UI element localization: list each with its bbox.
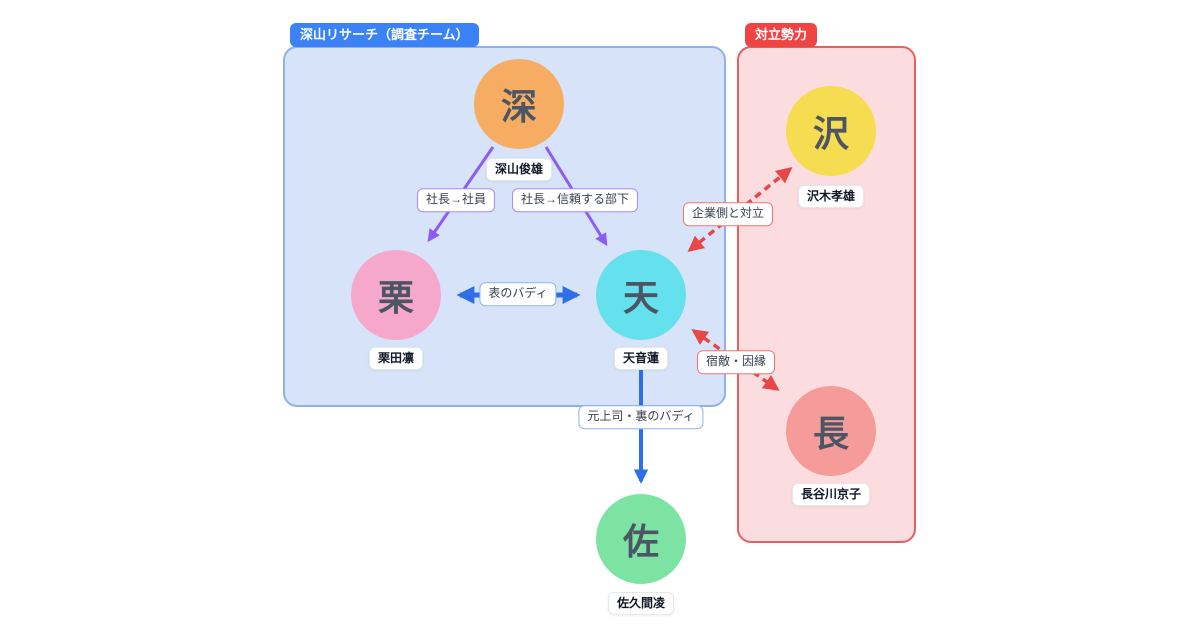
node-miyama-initial: 深 <box>500 86 537 127</box>
group-team-title: 深山リサーチ（調査チーム） <box>290 23 479 47</box>
node-sakuma-initial: 佐 <box>622 521 659 562</box>
edge-boss-trusted-label: 社長→信頼する部下 <box>511 188 639 212</box>
node-miyama: 深 <box>474 59 564 149</box>
node-sakuma-name: 佐久間凌 <box>607 592 675 615</box>
node-sawaki-name: 沢木孝雄 <box>797 185 865 208</box>
node-sakuma: 佐 <box>596 494 686 584</box>
node-kurita-initial: 栗 <box>377 277 414 318</box>
node-amane: 天 <box>596 250 686 340</box>
node-sawaki-initial: 沢 <box>812 113 849 154</box>
node-kurita: 栗 <box>351 250 441 340</box>
node-sawaki: 沢 <box>786 86 876 176</box>
node-hasegawa-initial: 長 <box>812 413 849 454</box>
group-rival-title: 対立勢力 <box>745 23 818 47</box>
edge-front-buddy-label: 表のバディ <box>479 282 557 306</box>
node-amane-initial: 天 <box>622 277 659 318</box>
edge-boss-employee-label: 社長→社員 <box>416 188 496 212</box>
edge-nemesis-label: 宿敵・因縁 <box>696 350 776 374</box>
edge-ex-boss-buddy-label: 元上司・裏のバディ <box>578 405 704 429</box>
node-kurita-name: 栗田凛 <box>368 347 424 370</box>
node-hasegawa-name: 長谷川京子 <box>791 483 871 506</box>
node-miyama-name: 深山俊雄 <box>485 158 553 181</box>
node-amane-name: 天音蓮 <box>613 347 669 370</box>
edge-vs-company-label: 企業側と対立 <box>682 202 774 226</box>
node-hasegawa: 長 <box>786 386 876 476</box>
